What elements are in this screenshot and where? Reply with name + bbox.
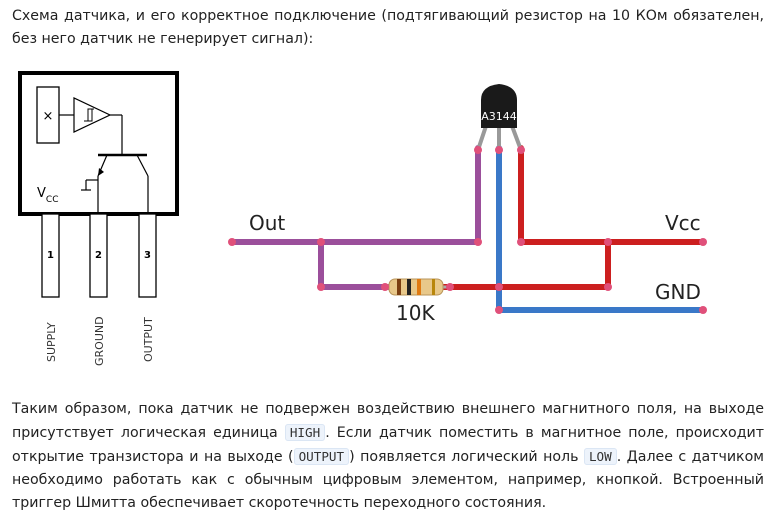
gnd-label: GND bbox=[655, 280, 701, 304]
sensor-schematic: × VCC 1 2 3 SUPPLY GROUND OUTPUT bbox=[18, 71, 179, 366]
pin-name: GROUND bbox=[93, 316, 106, 366]
pin-3 bbox=[138, 213, 157, 298]
pin-number: 3 bbox=[144, 250, 151, 261]
pin-number: 1 bbox=[47, 250, 54, 261]
diagram: × VCC 1 2 3 SUPPLY GROUND OUTPUT bbox=[18, 71, 707, 366]
hall-cross-icon: × bbox=[43, 109, 54, 124]
code-high: HIGH bbox=[284, 424, 326, 441]
pin-1 bbox=[41, 213, 60, 298]
pin-2 bbox=[89, 213, 108, 298]
resistor-to-vcc-wire bbox=[441, 239, 611, 290]
vcc-wire-label: Vcc bbox=[665, 211, 701, 235]
pin-number: 2 bbox=[95, 250, 102, 261]
resistor-icon bbox=[384, 278, 448, 296]
pin-name: SUPPLY bbox=[45, 322, 58, 362]
resistor-label: 10K bbox=[396, 301, 435, 325]
pin-name: OUTPUT bbox=[142, 317, 155, 362]
code-output: OUTPUT bbox=[293, 448, 350, 465]
output-to-resistor-wire bbox=[318, 239, 391, 290]
out-label: Out bbox=[249, 211, 285, 235]
vcc-label: VCC bbox=[37, 186, 58, 205]
code-low: LOW bbox=[583, 448, 617, 465]
junction-nodes bbox=[228, 146, 707, 314]
intro-text: Схема датчика, и его корректное подключе… bbox=[12, 8, 764, 47]
hall-sensor-chip: A3144 bbox=[481, 84, 517, 128]
wiring-diagram bbox=[229, 124, 706, 313]
chip-label: A3144 bbox=[481, 110, 517, 123]
body-paragraph: Таким образом, пока датчик не подвержен … bbox=[12, 401, 765, 511]
